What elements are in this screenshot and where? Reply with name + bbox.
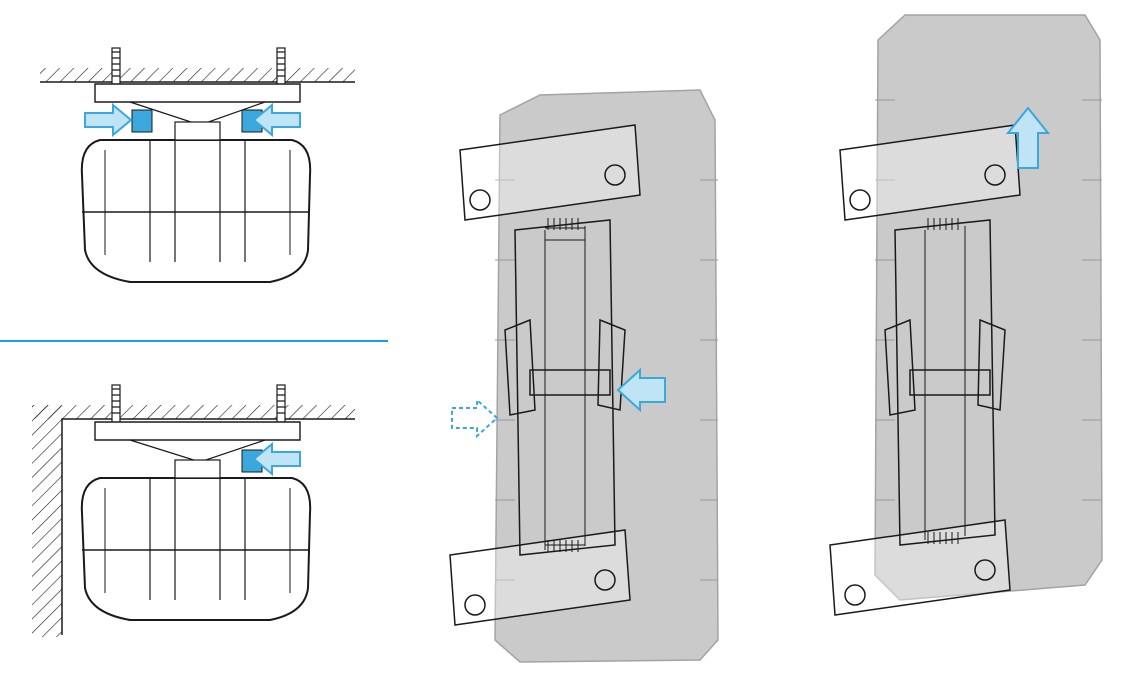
wall-hatch <box>32 405 62 637</box>
press-latch-panel <box>449 89 719 663</box>
mount-bracket <box>459 124 641 221</box>
device-body <box>80 477 312 621</box>
latch-left[interactable] <box>131 109 153 133</box>
wall-anchor-icon <box>111 384 121 428</box>
mount-bracket <box>449 529 631 626</box>
ceiling-hatch <box>32 405 355 419</box>
push-arrow-icon <box>84 102 133 138</box>
device-body <box>80 139 312 283</box>
device-body <box>494 89 719 663</box>
lift-arrow-icon <box>1005 106 1051 169</box>
mount-bracket <box>829 519 1011 616</box>
mount-bracket <box>94 421 301 441</box>
ceiling-mount-panel <box>40 47 355 283</box>
mount-bracket <box>94 83 301 103</box>
wall-anchor-icon <box>276 384 286 428</box>
corner-mount-panel <box>32 384 355 637</box>
push-arrow-icon <box>616 367 666 413</box>
device-body <box>874 14 1103 601</box>
mount-bracket <box>839 124 1021 221</box>
ceiling-hatch <box>40 68 355 82</box>
push-arrow-icon <box>252 441 301 477</box>
push-arrow-icon <box>252 102 301 138</box>
dashed-push-arrow-icon <box>451 397 499 439</box>
lift-off-panel <box>829 14 1103 616</box>
